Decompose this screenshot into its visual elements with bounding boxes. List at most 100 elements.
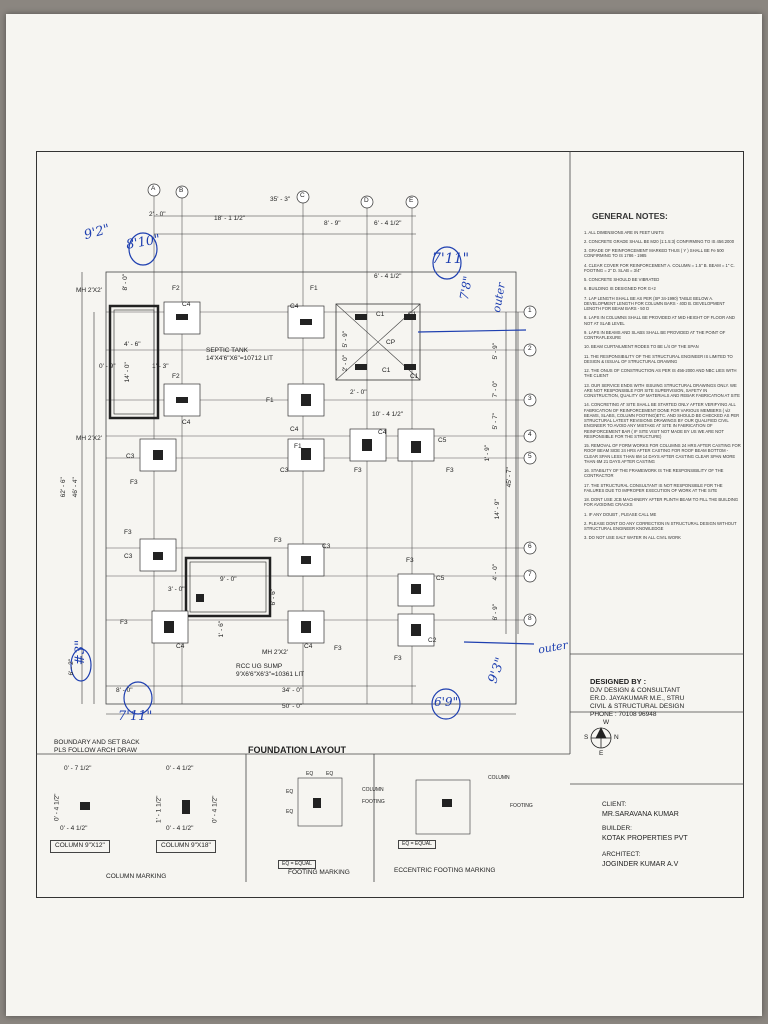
- drawing-title: FOUNDATION LAYOUT: [248, 745, 346, 755]
- designer-line: ER.D. JAYAKUMAR M.E., STRU: [590, 695, 685, 702]
- grid-row-label: 5: [528, 453, 532, 460]
- dimension: 4' - 0": [492, 563, 500, 581]
- compass-south: S: [584, 734, 589, 741]
- dimension: 5' - 9": [342, 330, 350, 348]
- detail-dim: 0' - 4 1/2": [166, 825, 194, 832]
- note-item: 6. BUILDING IS DESIGNED FOR G+2: [584, 286, 656, 292]
- note-item: 5. CONCRETE SHOULD BE VIBRATED: [584, 277, 660, 283]
- column-mark: C1: [376, 311, 385, 318]
- grid-col-label: A: [151, 185, 156, 192]
- dimension: 1' - 9": [484, 444, 492, 462]
- note-item: 7. LAP LENGTH SHALL BE AS PER (SP 34-199…: [584, 295, 725, 312]
- detail-dim: 0' - 4 1/2": [53, 793, 61, 821]
- column-mark: C4: [182, 419, 191, 426]
- designer-phone: PHONE : 70108 96948: [590, 711, 657, 718]
- dimension: 14' - 0": [123, 362, 131, 383]
- note-item: 1. IF ANY DOUBT , PLEASE CALL ME: [584, 511, 657, 517]
- grid-col-label: E: [409, 197, 414, 204]
- compass-west: W: [603, 719, 610, 726]
- dimension: 2' - 0": [149, 211, 166, 218]
- handwritten-note: #3": [73, 639, 89, 666]
- boundary-note: PLS FOLLOW ARCH DRAW: [54, 747, 137, 754]
- note-item: 9. LAPS IN BEAMS AND SLABS SHALL BE PROV…: [584, 329, 726, 341]
- boundary-note: BOUNDARY AND SET BACK: [54, 739, 140, 746]
- eq-label: EQ: [286, 789, 294, 795]
- note-item: 16. STABILITY OF THE FRAMEWORK IS THE RE…: [584, 468, 724, 479]
- designer-line: DJV DESIGN & CONSULTANT: [590, 687, 681, 694]
- handwritten-note: 6'9": [434, 695, 459, 709]
- dimension: 62' - 6": [59, 477, 67, 498]
- dimension: 8' - 0": [122, 273, 130, 291]
- dimension: 2' - 0": [350, 389, 367, 396]
- footing-mark: F3: [446, 467, 454, 474]
- dimension: 9' - 0": [220, 576, 237, 583]
- dimension: 50' - 0": [282, 703, 303, 710]
- column-mark: C5: [438, 437, 447, 444]
- eq-label: EQ: [326, 771, 334, 777]
- note-item: 11. THE RESPONSIBILITY OF THE STRUCTURAL…: [584, 353, 733, 364]
- note-item: 10. BEAM CURTAILMENT RODES TO BE L/4 OF …: [584, 344, 699, 350]
- dimension: 5' - 9": [492, 342, 500, 360]
- column-mark: C5: [436, 575, 445, 582]
- eq-label: EQ: [306, 771, 314, 777]
- column-size-label: COLUMN 9"X12": [50, 840, 110, 853]
- dimension: 1' - 3": [152, 363, 169, 370]
- footing-mark: F3: [120, 619, 128, 626]
- column-mark: C1: [410, 373, 419, 380]
- column-mark: C2: [428, 637, 437, 644]
- dimension: 45' - 7": [505, 467, 513, 488]
- detail-callout: COLUMN: [488, 775, 510, 781]
- note-item: 12. THE ONUS OF CONSTRUCTION AS PER IS 4…: [584, 368, 737, 379]
- detail-dim: 1' - 1 1/2": [155, 795, 163, 823]
- manhole-label: MH 2'X2': [76, 287, 102, 294]
- architect-heading: ARCHITECT:: [602, 851, 641, 858]
- handwritten-note: 7'11": [432, 251, 470, 267]
- dimension: 4' - 6": [124, 341, 141, 348]
- dimension: 46' - 4": [71, 477, 79, 498]
- dimension: 18' - 1 1/2": [214, 215, 246, 222]
- detail-callout: COLUMN: [362, 787, 384, 793]
- dimension: 7' - 0": [492, 380, 500, 398]
- dimension: 8' - 0": [116, 687, 133, 694]
- grid-row-label: 1: [528, 307, 532, 314]
- footing-mark: F2: [172, 285, 180, 292]
- dimension: 8' - 9": [324, 220, 341, 227]
- column-mark: C1: [408, 311, 417, 318]
- client-heading: CLIENT:: [602, 801, 627, 808]
- grid-row-label: 4: [528, 431, 532, 438]
- manhole-label: MH 2'X2': [76, 435, 102, 442]
- footing-mark: F2: [172, 373, 180, 380]
- dimension: 6' - 4 1/2": [374, 220, 402, 227]
- dimension: 34' - 0": [282, 687, 303, 694]
- eq-label: EQ: [286, 809, 294, 815]
- drawing-frame: [36, 151, 744, 898]
- column-mark: C4: [176, 643, 185, 650]
- dimension: 3' - 0": [168, 586, 185, 593]
- compass-north: N: [614, 734, 619, 741]
- builder-name: KOTAK PROPERTIES PVT: [602, 835, 688, 842]
- eq-legend: EQ = EQUAL: [398, 840, 436, 849]
- dimension: 14' - 9": [493, 499, 501, 520]
- notes-title: GENERAL NOTES:: [592, 211, 668, 221]
- footing-mark: F3: [334, 645, 342, 652]
- note-item: 8. LAPS IN COLUMNS SHALL BE PROVIDED AT …: [584, 315, 735, 326]
- note-item: 14. CONCRETING AT SITE SHALL BE STARTED …: [584, 402, 740, 439]
- designer-heading: DESIGNED BY :: [590, 677, 647, 686]
- footing-mark: F1: [294, 443, 302, 450]
- note-item: 2. PLEASE DONT DO ANY CORRECTION IN STRU…: [584, 520, 737, 532]
- septic-tank-title: SEPTIC TANK: [206, 347, 249, 354]
- grid-row-label: 6: [528, 543, 532, 550]
- footing-mark: F1: [310, 285, 318, 292]
- sump-title: RCC UG SUMP: [236, 663, 283, 670]
- note-item: 18. DONT USE JCB MACHINERY AFTER PLINTH …: [584, 497, 739, 508]
- dimension: 6' - 4 1/2": [374, 273, 402, 280]
- dimension: 2' - 0": [342, 354, 350, 372]
- detail-dim: 0' - 4 1/2": [211, 795, 219, 823]
- detail-dim: 0' - 4 1/2": [60, 825, 88, 832]
- note-item: 15. REMOVAL OF FORM WORKS FOR COLUMNS 24…: [584, 443, 741, 464]
- architect-name: JOGINDER KUMAR A.V: [602, 861, 679, 868]
- column-marking-title: COLUMN MARKING: [106, 873, 167, 880]
- column-mark: C3: [126, 453, 135, 460]
- column-mark: C3: [322, 543, 331, 550]
- note-item: 4. CLEAR COVER FOR REINFORCEMENT A. COLU…: [584, 262, 735, 273]
